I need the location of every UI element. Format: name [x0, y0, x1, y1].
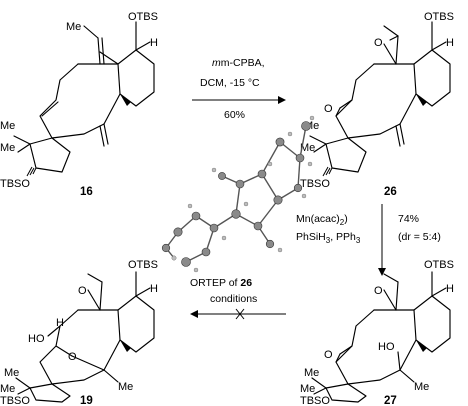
compound-27: OTBS O H O HO Me Me Me TBSO 27 — [300, 259, 454, 406]
compound-16: OTBS Me H Me Me TBSO 16 — [0, 11, 158, 198]
compound-27-tbso-label: TBSO — [300, 395, 330, 406]
compound-26-tbso-label: TBSO — [300, 178, 330, 190]
compound-16-bonds — [13, 21, 155, 177]
step-2-reagent-pph-sub: 3 — [356, 236, 361, 245]
ortep-caption: ORTEP of 26 — [190, 277, 252, 289]
ortep-caption-prefix: ORTEP of — [190, 277, 238, 289]
compound-26-bonds — [309, 21, 451, 177]
step-2-arrow — [378, 204, 386, 276]
step-2-dr: (dr = 5:4) — [398, 231, 441, 243]
step-1-reagent-line2: DCM, -15 °C — [200, 77, 260, 89]
compound-27-me3-label: Me — [414, 381, 429, 393]
step-1-yield: 60% — [224, 109, 245, 121]
step-3-arrow — [190, 308, 286, 320]
compound-16-h-label: H — [150, 37, 158, 49]
step-2-reagent-mn: Mn(acac) — [296, 213, 340, 225]
step-2-reagent-mn-end: ) — [344, 213, 348, 225]
ortep-structure-image — [161, 115, 315, 273]
compound-27-h-label: H — [446, 283, 454, 295]
compound-16-number: 16 — [80, 186, 93, 198]
compound-27-ho-label: HO — [378, 341, 395, 353]
step-2-reagent-line2: PhSiH3, PPh3 — [296, 231, 361, 245]
step-1-arrow — [192, 96, 286, 104]
compound-16-otbs-label: OTBS — [128, 11, 158, 23]
compound-26-otbs-label: OTBS — [424, 11, 454, 23]
step-3-conditions-label: conditions — [210, 293, 257, 305]
compound-19-otbs-label: OTBS — [128, 259, 158, 271]
step-2-reagent-silane-sub: 3 — [326, 236, 331, 245]
compound-19-bridge-o: O — [68, 351, 77, 363]
compound-27-epoxide-left-o: O — [324, 349, 333, 361]
compound-16-methyl-label: Me — [66, 21, 81, 33]
step-2-reagent-line1: Mn(acac)2) — [296, 213, 348, 227]
compound-19: OTBS O H H HO O Me Me Me TBSO 19 — [0, 259, 158, 406]
compound-19-h-label: H — [150, 283, 158, 295]
compound-19-bonds — [15, 271, 155, 403]
compound-16-me2-label: Me — [0, 142, 15, 154]
step-2-reagent-silane: PhSiH — [296, 231, 326, 243]
compound-19-ho-label: HO — [28, 333, 45, 345]
step-1-reagent-line1-text: m-CPBA, — [221, 57, 265, 69]
compound-26: OTBS O H O Me Me TBSO 26 — [300, 11, 454, 198]
compound-19-me3-label: Me — [118, 381, 133, 393]
compound-19-epoxide-top-o: O — [78, 285, 87, 297]
compound-19-tbso-label: TBSO — [0, 395, 30, 406]
compound-19-number: 19 — [80, 395, 93, 406]
compound-26-h-label: H — [446, 37, 454, 49]
compound-26-epoxide-top-o: O — [374, 37, 383, 49]
compound-27-otbs-label: OTBS — [424, 259, 454, 271]
step-2-reagent-mn-sub: 2 — [340, 218, 345, 227]
step-2-reagent-pph: , PPh — [330, 231, 356, 243]
compound-27-me1-label: Me — [304, 367, 319, 379]
compound-27-number: 27 — [384, 395, 397, 406]
compound-16-tbso-label: TBSO — [0, 178, 30, 190]
step-2-yield: 74% — [398, 213, 419, 225]
compound-27-bonds — [311, 271, 451, 403]
compound-26-me2-label: Me — [300, 142, 315, 154]
compound-16-me1-label: Me — [0, 120, 15, 132]
compound-19-h-left-label: H — [56, 317, 64, 329]
step-1-reagent-line1: mm-CPBA, — [212, 57, 265, 69]
compound-26-epoxide-left-o: O — [324, 103, 333, 115]
ortep-caption-number: 26 — [240, 277, 252, 289]
compound-26-number: 26 — [384, 186, 397, 198]
compound-27-me2-label: Me — [300, 383, 315, 395]
compound-19-me1-label: Me — [4, 367, 19, 379]
compound-27-epoxide-top-o: O — [374, 285, 383, 297]
compound-19-me2-label: Me — [0, 383, 15, 395]
